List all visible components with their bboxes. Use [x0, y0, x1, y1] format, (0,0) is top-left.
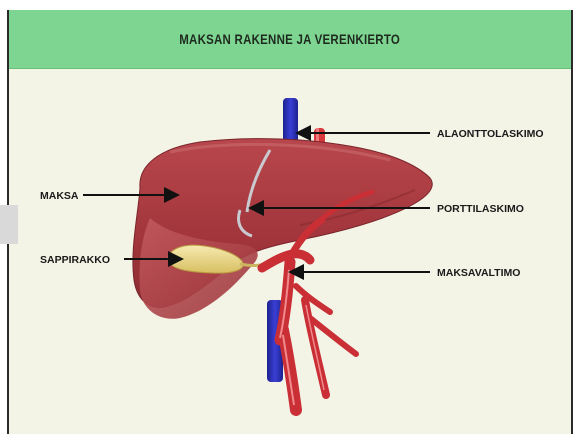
- label-alaonttolaskimo: ALAONTTOLASKIMO: [437, 128, 544, 140]
- label-maksa: MAKSA: [40, 190, 79, 202]
- label-porttilaskimo: PORTTILASKIMO: [437, 203, 524, 215]
- label-maksavaltimo: MAKSAVALTIMO: [437, 267, 520, 279]
- label-sappirakko: SAPPIRAKKO: [40, 254, 110, 266]
